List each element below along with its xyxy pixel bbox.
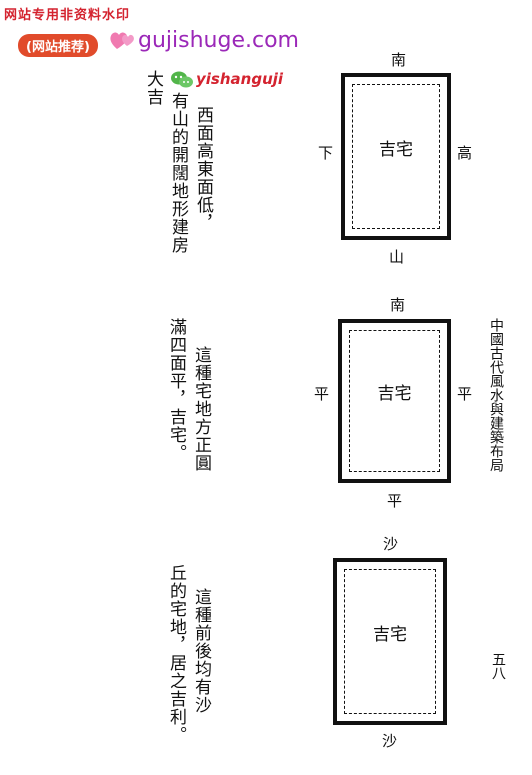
plan-1-site: 吉宅 [341,73,451,240]
plan-3-top-label: 沙 [383,535,399,553]
plan-1-inner-boundary [352,84,440,229]
plan-1-bottom-label: 山 [389,248,405,266]
watermark-site-alt: yishanguji [196,70,284,88]
plan-3-inner-boundary [344,569,436,714]
plan-2-inner-boundary [349,330,440,472]
caption-2-col-2: 滿四面平，吉宅。 [166,318,186,462]
watermark-site-main: gujishuge.com [138,28,299,53]
plan-1-top-label: 南 [391,51,407,69]
plan-2-site: 吉宅 [338,319,451,483]
plan-1-right-label: 高 [457,144,473,162]
caption-2-col-1: 這種宅地方正圓 [191,346,211,472]
plan-1-left-label: 下 [318,144,334,162]
plan-2-center-label: 吉宅 [377,384,412,404]
caption-3-col-1: 這種前後均有沙 [191,588,211,714]
chat-bubble-icon [171,71,193,88]
caption-1-col-2: 有山的開闊地形建房 [168,92,188,254]
plan-3-bottom-label: 沙 [382,732,398,750]
plan-2-right-label: 平 [457,385,473,403]
caption-1-col-1: 西面高東面低， [193,106,213,232]
running-title: 中國古代風水與建築布局 [488,318,504,472]
recommend-tag: (网站推荐) [18,34,98,57]
page-number: 五八 [490,652,506,680]
watermark-notice: 网站专用非资料水印 [4,8,131,23]
caption-3-col-2: 丘的宅地，居之吉利。 [166,564,186,744]
plan-1-center-label: 吉宅 [379,140,413,160]
plan-2-top-label: 南 [390,296,406,314]
plan-3-center-label: 吉宅 [373,625,407,645]
heart-icon [110,32,134,49]
caption-1-col-3: 大吉 [143,70,163,106]
plan-2-bottom-label: 平 [387,492,403,510]
plan-3-site: 吉宅 [333,558,447,725]
plan-2-left-label: 平 [314,385,330,403]
